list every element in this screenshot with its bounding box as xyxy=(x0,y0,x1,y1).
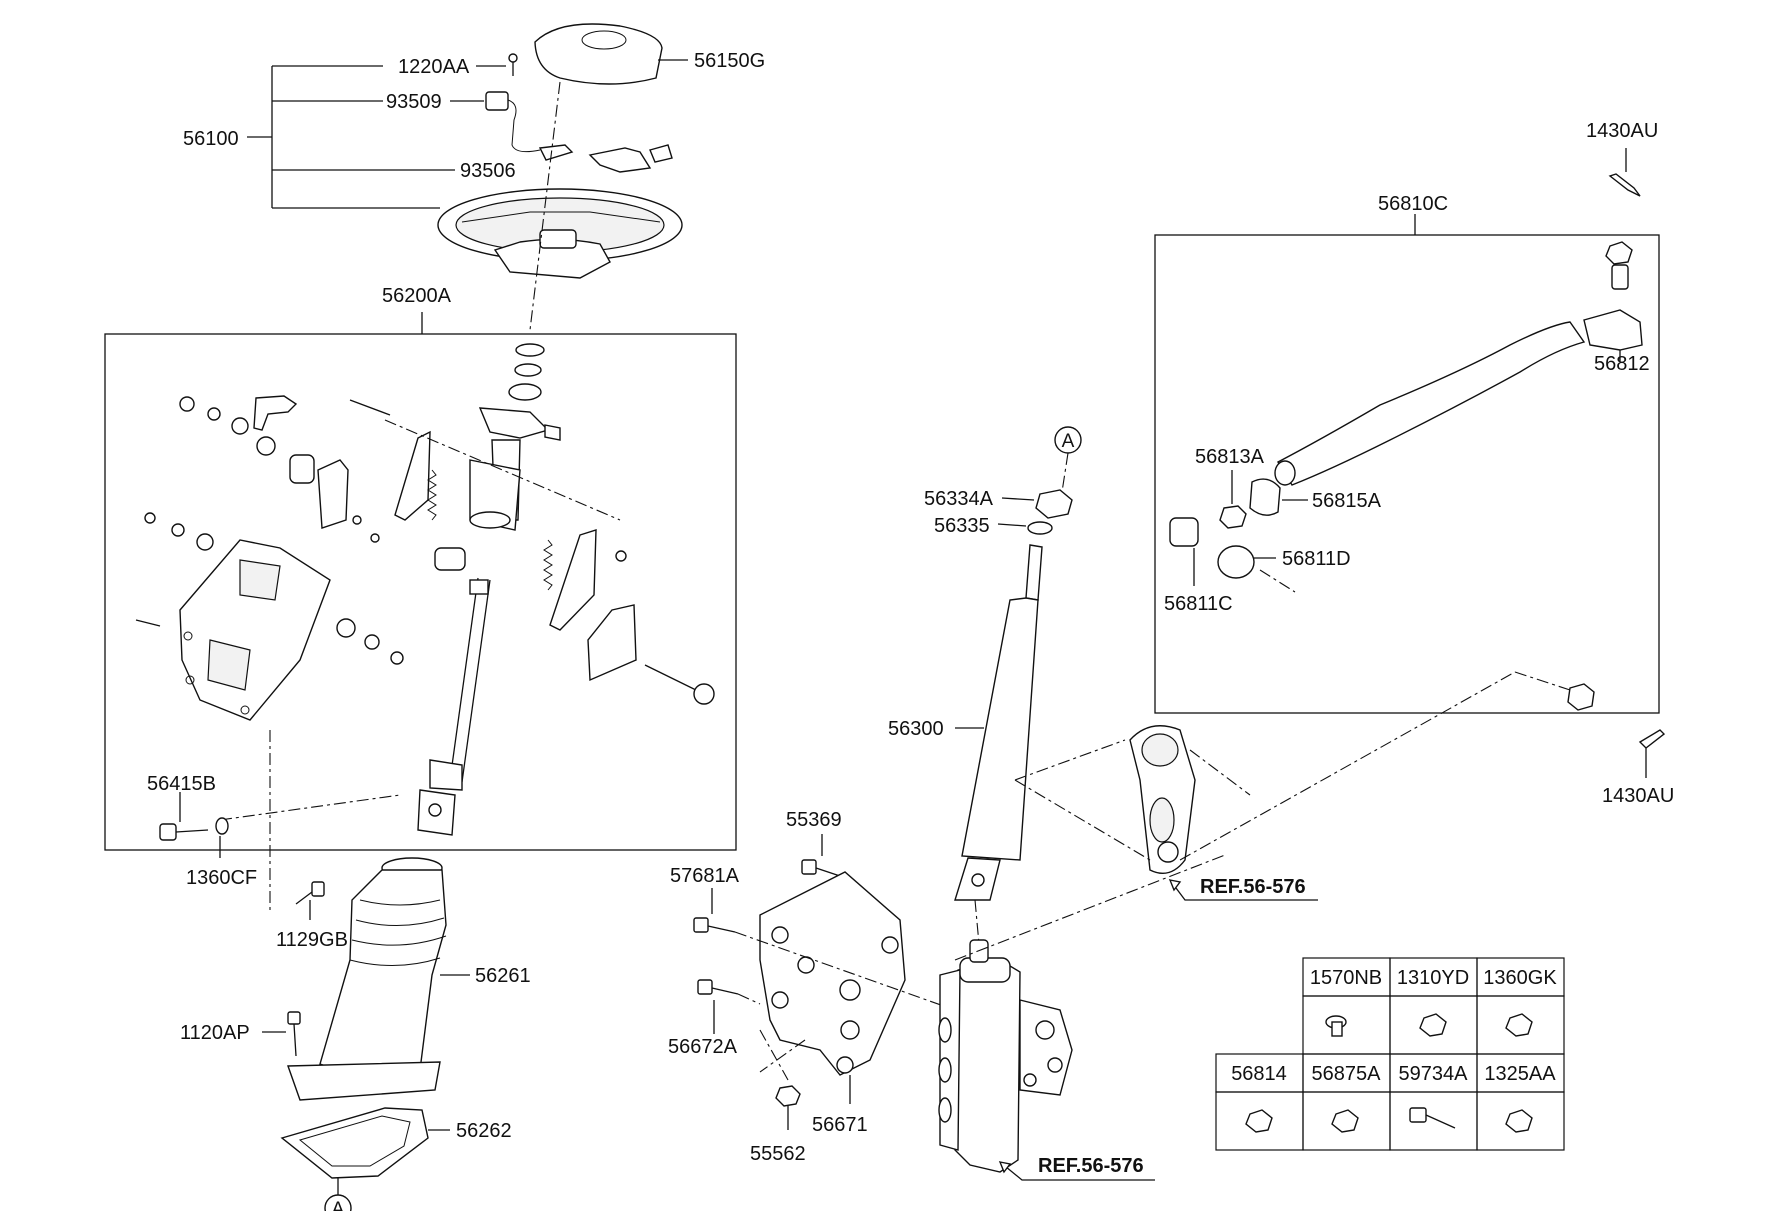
label-1430AU-top: 1430AU xyxy=(1586,120,1658,142)
label-56100: 56100 xyxy=(183,128,239,150)
nut-1360GK-icon xyxy=(1505,1013,1533,1037)
steering-boot-56261-icon xyxy=(319,857,470,1078)
tie-rod-end-56812-icon xyxy=(1583,241,1643,362)
column-assembly-frame xyxy=(104,333,737,851)
drag-link-frame xyxy=(1154,234,1660,714)
nut-1310YD-icon xyxy=(1419,1013,1447,1037)
pitman-arm-icon xyxy=(1129,725,1196,874)
small-parts-table: 1570NB 1310YD 1360GK 56814 56875A 59734A… xyxy=(1215,957,1565,1151)
horn-pad-icon xyxy=(534,23,688,85)
nut-56875A-icon xyxy=(1331,1109,1359,1133)
table-cell-1360GK: 1360GK xyxy=(1483,967,1557,989)
label-1120AP: 1120AP xyxy=(180,1022,250,1044)
label-56672A: 56672A xyxy=(668,1036,738,1058)
label-56150G: 56150G xyxy=(694,50,765,72)
label-93509: 93509 xyxy=(386,91,442,113)
label-55369: 55369 xyxy=(786,809,842,831)
label-1360CF: 1360CF xyxy=(186,867,257,889)
label-1430AU-bottom: 1430AU xyxy=(1602,785,1674,807)
label-56334A: 56334A xyxy=(924,488,994,510)
marker-a-bottom-label: A xyxy=(332,1199,345,1211)
nut-55562-icon xyxy=(775,1085,801,1130)
washer-1360CF-icon xyxy=(215,817,229,858)
label-56335: 56335 xyxy=(934,515,990,537)
label-55562: 55562 xyxy=(750,1143,806,1165)
contact-plate-93506-icon xyxy=(538,144,673,173)
nut-56813A-icon xyxy=(1219,470,1247,529)
table-cell-1570NB: 1570NB xyxy=(1310,967,1382,989)
ref-lower-label: REF.56-576 xyxy=(1038,1155,1144,1177)
table-cell-1310YD: 1310YD xyxy=(1397,967,1469,989)
intermediate-shaft-56300-icon xyxy=(954,544,1043,901)
steering-gear-box-icon xyxy=(938,939,1073,1173)
seat-56811C-icon xyxy=(1169,517,1199,586)
label-1129GB: 1129GB xyxy=(276,929,348,951)
screw-1220AA-icon xyxy=(476,53,518,76)
label-1220AA: 1220AA xyxy=(398,56,470,78)
seat-56811D-icon xyxy=(1217,545,1276,579)
table-cell-56814: 56814 xyxy=(1231,1063,1287,1085)
label-56671: 56671 xyxy=(812,1114,868,1136)
boot-flange-icon xyxy=(287,1061,441,1101)
bolt-56672A-icon xyxy=(697,979,739,1034)
castle-nut-icon xyxy=(1567,683,1595,711)
bolt-57681A-icon xyxy=(693,888,736,933)
nut-1325AA-icon xyxy=(1505,1109,1533,1133)
reference-lower: REF.56-576 xyxy=(998,1155,1155,1181)
cap-56815A-icon xyxy=(1249,478,1308,516)
label-56200A: 56200A xyxy=(382,285,452,307)
bracket-56671-icon xyxy=(759,871,906,1104)
bolt-56415B-icon xyxy=(159,792,209,841)
label-56811D: 56811D xyxy=(1282,548,1351,570)
label-56415B: 56415B xyxy=(147,773,216,795)
table-cell-59734A: 59734A xyxy=(1399,1063,1469,1085)
bracket-56100 xyxy=(247,65,455,209)
cotter-pin-top-icon xyxy=(1608,148,1641,197)
steering-wheel-icon xyxy=(437,188,683,279)
table-cell-1325AA: 1325AA xyxy=(1484,1063,1556,1085)
label-56810C: 56810C xyxy=(1378,193,1448,215)
table-cell-56875A: 56875A xyxy=(1312,1063,1382,1085)
cover-plate-56262-icon xyxy=(280,1107,450,1179)
bolt-55369-icon xyxy=(801,834,841,877)
label-56261: 56261 xyxy=(475,965,531,987)
label-56812: 56812 xyxy=(1594,353,1650,375)
washer-56335-icon xyxy=(997,521,1053,535)
horn-switch-93509-icon xyxy=(450,91,541,153)
label-56813A: 56813A xyxy=(1195,446,1265,468)
marker-a-top-label: A xyxy=(1062,431,1075,452)
bolt-59734A-icon xyxy=(1409,1107,1456,1129)
reference-marker-a-top: A xyxy=(1054,426,1082,454)
nut-56814-icon xyxy=(1245,1109,1273,1133)
label-93506: 93506 xyxy=(460,160,516,182)
label-56811C: 56811C xyxy=(1164,593,1233,615)
column-parts xyxy=(135,343,715,836)
reference-marker-a-bottom: A xyxy=(324,1194,352,1211)
nut-56334A-icon xyxy=(1001,489,1073,519)
screw-1129GB-icon xyxy=(295,881,325,920)
label-56300: 56300 xyxy=(888,718,944,740)
label-56262: 56262 xyxy=(456,1120,512,1142)
label-57681A: 57681A xyxy=(670,865,740,887)
label-56815A: 56815A xyxy=(1312,490,1382,512)
bolt-1120AP-icon xyxy=(262,1011,301,1057)
reference-upper: REF.56-576 xyxy=(1168,876,1318,901)
bolt-1570NB-icon xyxy=(1325,1015,1347,1037)
ref-upper-label: REF.56-576 xyxy=(1200,876,1306,898)
drag-link-icon xyxy=(1274,321,1586,486)
cotter-pin-bottom-icon xyxy=(1638,729,1666,778)
